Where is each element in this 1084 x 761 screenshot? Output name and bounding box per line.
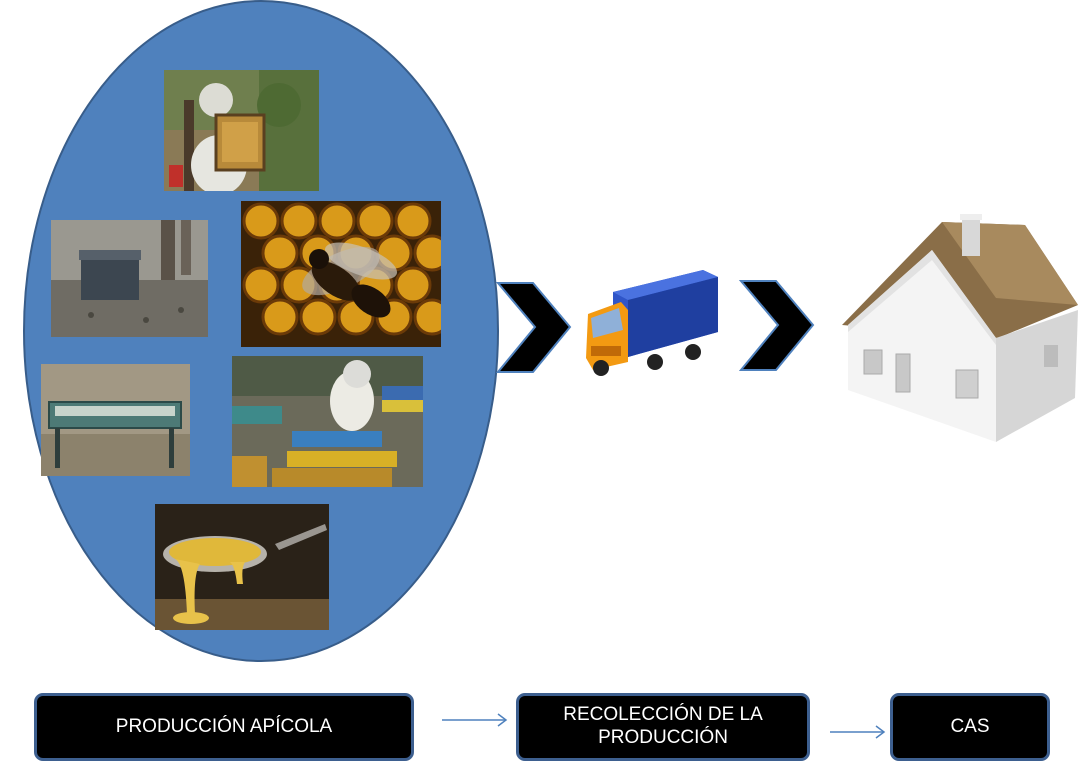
beehive-photo <box>51 220 208 337</box>
recoleccion-box: RECOLECCIÓN DE LA PRODUCCIÓN <box>516 693 810 761</box>
house-icon <box>842 214 1078 442</box>
honey-spoon-photo <box>155 504 329 630</box>
cas-box: CAS <box>890 693 1050 761</box>
connector-arrow <box>830 725 886 739</box>
chevron-right-icon <box>495 282 572 373</box>
connector-arrow <box>442 713 508 727</box>
recoleccion-label-line2: PRODUCCIÓN <box>598 727 728 748</box>
truck-icon <box>586 270 718 376</box>
beekeeper-hives-photo <box>232 356 423 487</box>
chevron-right-icon <box>738 280 815 371</box>
honey-trough-photo <box>41 364 190 476</box>
bee-honeycomb-photo <box>241 201 441 347</box>
cas-label: CAS <box>950 715 990 737</box>
produccion-apicola-box: PRODUCCIÓN APÍCOLA <box>34 693 414 761</box>
produccion-apicola-label: PRODUCCIÓN APÍCOLA <box>115 715 333 737</box>
beekeeper-frame-photo <box>164 70 319 191</box>
recoleccion-label-line1: RECOLECCIÓN DE LA <box>563 704 763 726</box>
